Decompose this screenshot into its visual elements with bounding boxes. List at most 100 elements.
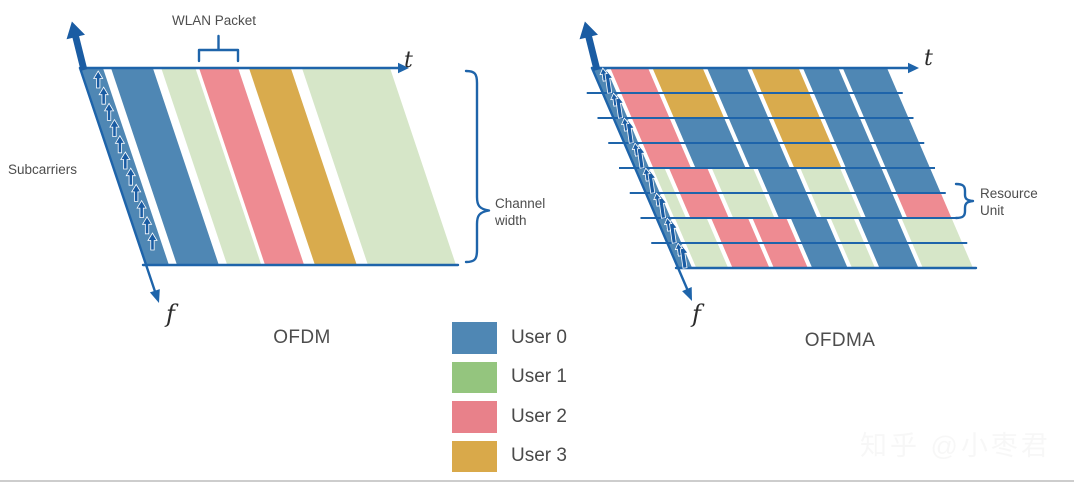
- legend-label: User 0: [511, 326, 567, 348]
- resource-unit-label: Resource Unit: [980, 186, 1038, 218]
- subcarrier-arrow-icon: [103, 102, 115, 121]
- ofdma-cell: [790, 218, 837, 243]
- ofdma-cell: [722, 193, 775, 218]
- subcarriers-label: Subcarriers: [8, 162, 78, 177]
- subcarrier-arrow-icon: [147, 232, 158, 251]
- ofdma-cell: [855, 193, 903, 218]
- subcarrier-arrow-icon: [642, 167, 651, 182]
- subcarrier-arrow-icon: [98, 86, 109, 105]
- ofdm-stripe-5: [301, 68, 456, 265]
- legend-swatch-user-1: [452, 361, 497, 393]
- ofdma-cell: [783, 143, 842, 168]
- subcarrier-arrow-icon: [120, 151, 131, 170]
- ofdma-cell: [801, 243, 848, 268]
- user-legend: User 0 User 1 User 2 User 3: [452, 322, 567, 480]
- ofdma-cell: [835, 143, 882, 168]
- legend-swatch-user-0: [452, 322, 497, 354]
- ofdma-cell: [841, 243, 876, 268]
- subcarrier-arrow-icon: [141, 216, 153, 235]
- subcarrier-arrow-icon: [136, 199, 147, 219]
- legend-item: User 1: [452, 361, 567, 393]
- legend-item: User 3: [452, 440, 567, 472]
- ofdma-cell: [853, 93, 909, 118]
- legend-swatch-user-3: [452, 440, 497, 472]
- subcarrier-arrow-icon: [114, 135, 126, 154]
- subcarrier-arrow-icon: [92, 70, 104, 89]
- subcarrier-arrow-icon: [125, 167, 136, 186]
- ofdm-t-axis-label: t: [404, 48, 413, 73]
- ofdma-cell: [711, 218, 759, 243]
- ofdma-cell: [912, 243, 973, 268]
- ofdm-label: OFDM: [273, 327, 331, 348]
- bottom-divider: [0, 480, 1074, 482]
- channel-width-label: Channel width: [495, 196, 546, 228]
- ofdma-cell: [864, 118, 920, 143]
- subcarrier-arrow-icon: [130, 183, 142, 202]
- subcarrier-arrow-icon: [631, 142, 641, 157]
- ofdma-cell: [842, 68, 898, 93]
- subcarrier-arrow-icon: [663, 217, 673, 232]
- ofdma-cell: [901, 218, 963, 243]
- legend-item: User 2: [452, 401, 567, 433]
- subcarrier-arrow-icon: [599, 67, 608, 82]
- resource-unit-brace: [954, 182, 975, 220]
- ofdma-cell: [762, 93, 820, 118]
- subcarrier-arrow-icon: [610, 92, 619, 107]
- ofdma-cell: [707, 68, 758, 93]
- ofdma-cell: [768, 193, 818, 218]
- ofdma-cell: [868, 243, 919, 268]
- ofdma-cell: [685, 243, 729, 268]
- ofdma-cell: [728, 118, 780, 143]
- ofdma-cell: [652, 168, 676, 193]
- legend-label: User 3: [511, 445, 567, 467]
- ofdma-cell: [763, 243, 808, 268]
- ofdm-f-axis-label: f: [166, 300, 175, 328]
- ofdma-cell: [621, 93, 670, 118]
- subcarrier-arrow-icon: [66, 21, 88, 71]
- ofdma-t-axis-label: t: [924, 46, 933, 71]
- ofdma-cell: [673, 118, 735, 143]
- wlan-packet-bracket: [197, 34, 240, 63]
- legend-label: User 2: [511, 405, 567, 427]
- ofdma-cell: [752, 218, 798, 243]
- ofdma-cell: [857, 218, 908, 243]
- ofdma-f-axis-label: f: [692, 300, 701, 328]
- wlan-packet-label: WLAN Packet: [171, 13, 257, 28]
- ofdm-stripe-4: [248, 68, 357, 265]
- ofdma-cell: [757, 168, 807, 193]
- channel-width-brace: [464, 69, 491, 264]
- subcarrier-arrow-icon: [620, 117, 630, 132]
- ofdma-cell: [663, 193, 686, 218]
- ofdm-t-axis-arrowhead: [398, 62, 409, 74]
- ofdma-cell: [830, 218, 865, 243]
- ofdma-cell: [810, 193, 862, 218]
- subcarrier-arrow-icon: [653, 192, 662, 207]
- ofdma-cell: [717, 93, 769, 118]
- ofdma-cell: [772, 118, 831, 143]
- ofdm-f-axis: [78, 66, 157, 295]
- ofdma-label: OFDMA: [804, 330, 876, 351]
- ofdma-cell: [642, 143, 692, 168]
- ofdma-cell: [674, 218, 718, 243]
- ofdma-cell: [824, 118, 871, 143]
- ofdma-cell: [668, 168, 719, 193]
- ofdma-t-axis-arrowhead: [908, 62, 919, 74]
- legend-label: User 1: [511, 366, 567, 388]
- ofdma-cell: [751, 68, 810, 93]
- legend-item: User 0: [452, 322, 567, 354]
- ofdma-cell: [802, 68, 850, 93]
- subcarrier-arrow-icon: [579, 21, 601, 71]
- ofdma-cell: [711, 168, 764, 193]
- ofdma-cell: [721, 243, 770, 268]
- ofdma-cell: [652, 68, 714, 93]
- ofdma-cell: [679, 193, 729, 218]
- axes-and-brackets: [78, 34, 978, 303]
- ofdma-cell: [684, 143, 746, 168]
- ofdma-cell: [631, 118, 681, 143]
- ofdma-cell: [800, 168, 851, 193]
- watermark: 知乎 @小枣君: [860, 431, 1051, 461]
- ofdm-stripe-2: [161, 68, 262, 265]
- ofdma-cell: [813, 93, 860, 118]
